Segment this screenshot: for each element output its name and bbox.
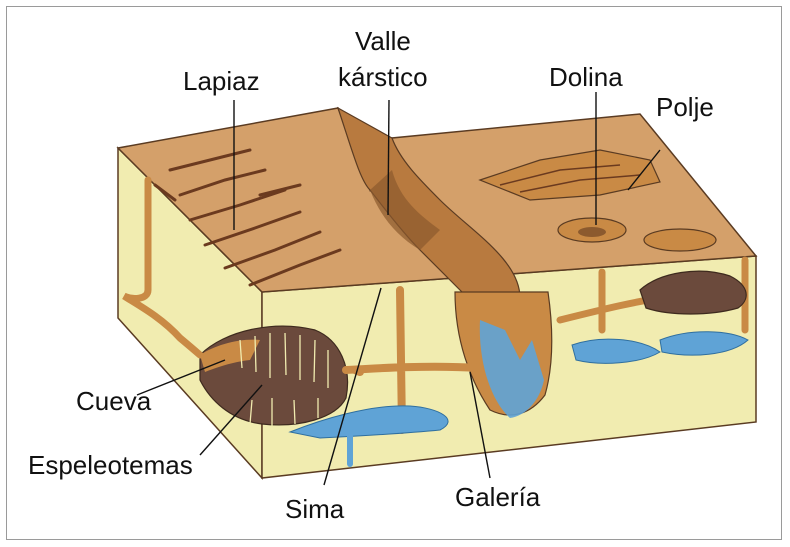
label-cueva: Cueva — [76, 386, 152, 416]
label-dolina: Dolina — [549, 62, 623, 92]
label-polje: Polje — [656, 92, 714, 122]
small-dolina — [644, 229, 716, 251]
label-sima: Sima — [285, 494, 345, 524]
label-valle-line2: kárstico — [338, 62, 428, 92]
label-valle-line1: Valle — [355, 26, 411, 56]
dolina-inner — [578, 227, 606, 237]
label-lapiaz: Lapiaz — [183, 66, 260, 96]
label-espeleotemas: Espeleotemas — [28, 450, 193, 480]
label-galeria: Galería — [455, 482, 541, 512]
